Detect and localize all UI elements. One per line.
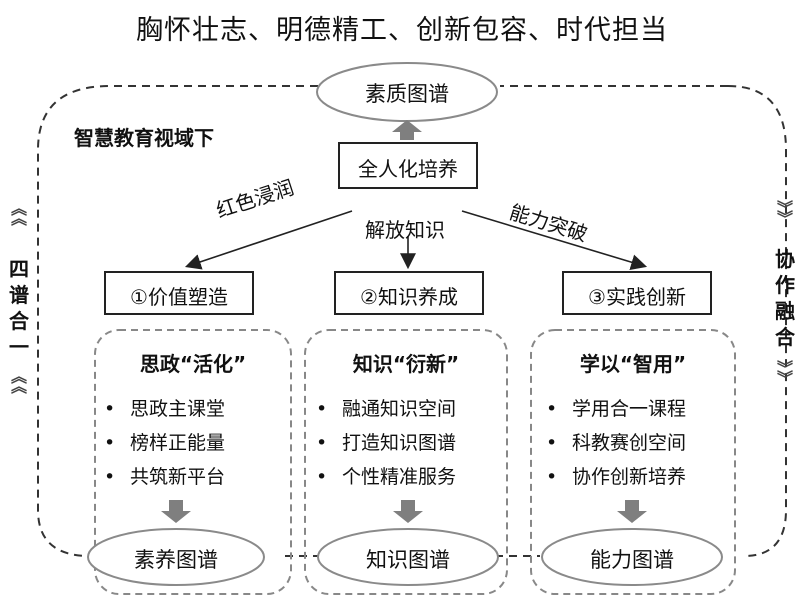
col3-box-shape [562,271,712,315]
col2-down-arrow [393,500,423,523]
side-left-char: 合 [9,309,29,333]
center-box-label: 全人化培养 [358,157,458,181]
col3-bullet-item: • 科教赛创空间 [546,428,686,455]
bullet-text: 协作创新培养 [572,466,687,488]
col1-box-shape [104,271,254,315]
top-ellipse-label: 素质图谱 [365,82,449,106]
col1-ellipse-shape [87,528,265,586]
up-block-arrow [392,120,422,140]
bullet-text: 学用合一课程 [572,398,687,420]
arrow-right-line [461,210,648,270]
bullet-dot: • [104,466,116,488]
side-right-label: 协 作 融 合 [774,246,796,350]
col2-panel [304,329,508,595]
bullet-dot: • [316,398,328,420]
left-chevron-up-icon-1: ︽︽ [10,199,27,228]
bullet-dot: • [546,432,558,454]
col2-heading: 知识“衍新” [352,352,460,376]
bullet-text: 科教赛创空间 [572,432,687,454]
col3-panel [530,329,736,595]
right-chevron-down-icon-2: ︾︾ [776,359,793,388]
bullet-text: 打造知识图谱 [342,432,457,454]
bullet-dot: • [316,432,328,454]
left-chevron-up-icon-2: ︽︽ [10,367,27,396]
bullet-dot: • [104,398,116,420]
bullet-text: 思政主课堂 [130,398,226,420]
col1-bullet-item: • 思政主课堂 [104,394,225,421]
bullet-text: 榜样正能量 [130,432,226,454]
side-right-char: 协 [775,247,795,271]
right-chevron-down-icon-1: ︾︾ [776,199,793,228]
context-label: 智慧教育视域下 [74,126,214,150]
side-right-char: 融 [775,299,795,323]
col3-box-label: ③实践创新 [588,285,686,309]
side-right-char: 作 [775,273,795,297]
bullet-dot: • [316,466,328,488]
col3-ellipse-label: 能力图谱 [590,548,674,572]
col3-ellipse-shape [541,528,723,586]
bullet-dot: • [104,432,116,454]
col1-bullet-item: • 共筑新平台 [104,462,225,489]
col2-bullet-item: • 融通知识空间 [316,394,456,421]
col1-box-label: ①价值塑造 [130,285,228,309]
col2-box-shape [334,271,484,315]
side-left-char: 谱 [9,283,29,307]
col2-box-label: ②知识养成 [360,285,458,309]
bullet-text: 共筑新平台 [130,466,226,488]
arrow-left-line [184,210,353,270]
col2-ellipse-shape [317,528,499,586]
center-box-shape [338,142,478,189]
col3-bullet-item: • 协作创新培养 [546,462,686,489]
col1-panel [94,329,292,595]
arrow-middle-label: 解放知识 [365,218,445,242]
col1-heading: 思政“活化” [139,352,247,376]
bullet-dot: • [546,398,558,420]
col2-ellipse-label: 知识图谱 [366,548,450,572]
bullet-text: 个性精准服务 [342,466,457,488]
col3-bullet-item: • 学用合一课程 [546,394,686,421]
col3-down-arrow [617,500,647,523]
bullet-text: 融通知识空间 [342,398,457,420]
col2-bullet-item: • 打造知识图谱 [316,428,456,455]
col1-down-arrow [161,500,191,523]
side-left-char: 一 [9,335,29,359]
side-left-char: 四 [9,257,29,281]
col1-ellipse-label: 素养图谱 [134,548,218,572]
page-title: 胸怀壮志、明德精工、创新包容、时代担当 [136,15,668,46]
outer-loop [37,85,787,557]
col3-heading: 学以“智用” [579,352,687,376]
col2-bullet-item: • 个性精准服务 [316,462,456,489]
side-right-char: 合 [775,325,795,349]
side-left-label: 四 谱 合 一 [8,256,30,360]
col1-bullet-item: • 榜样正能量 [104,428,225,455]
bullet-dot: • [546,466,558,488]
